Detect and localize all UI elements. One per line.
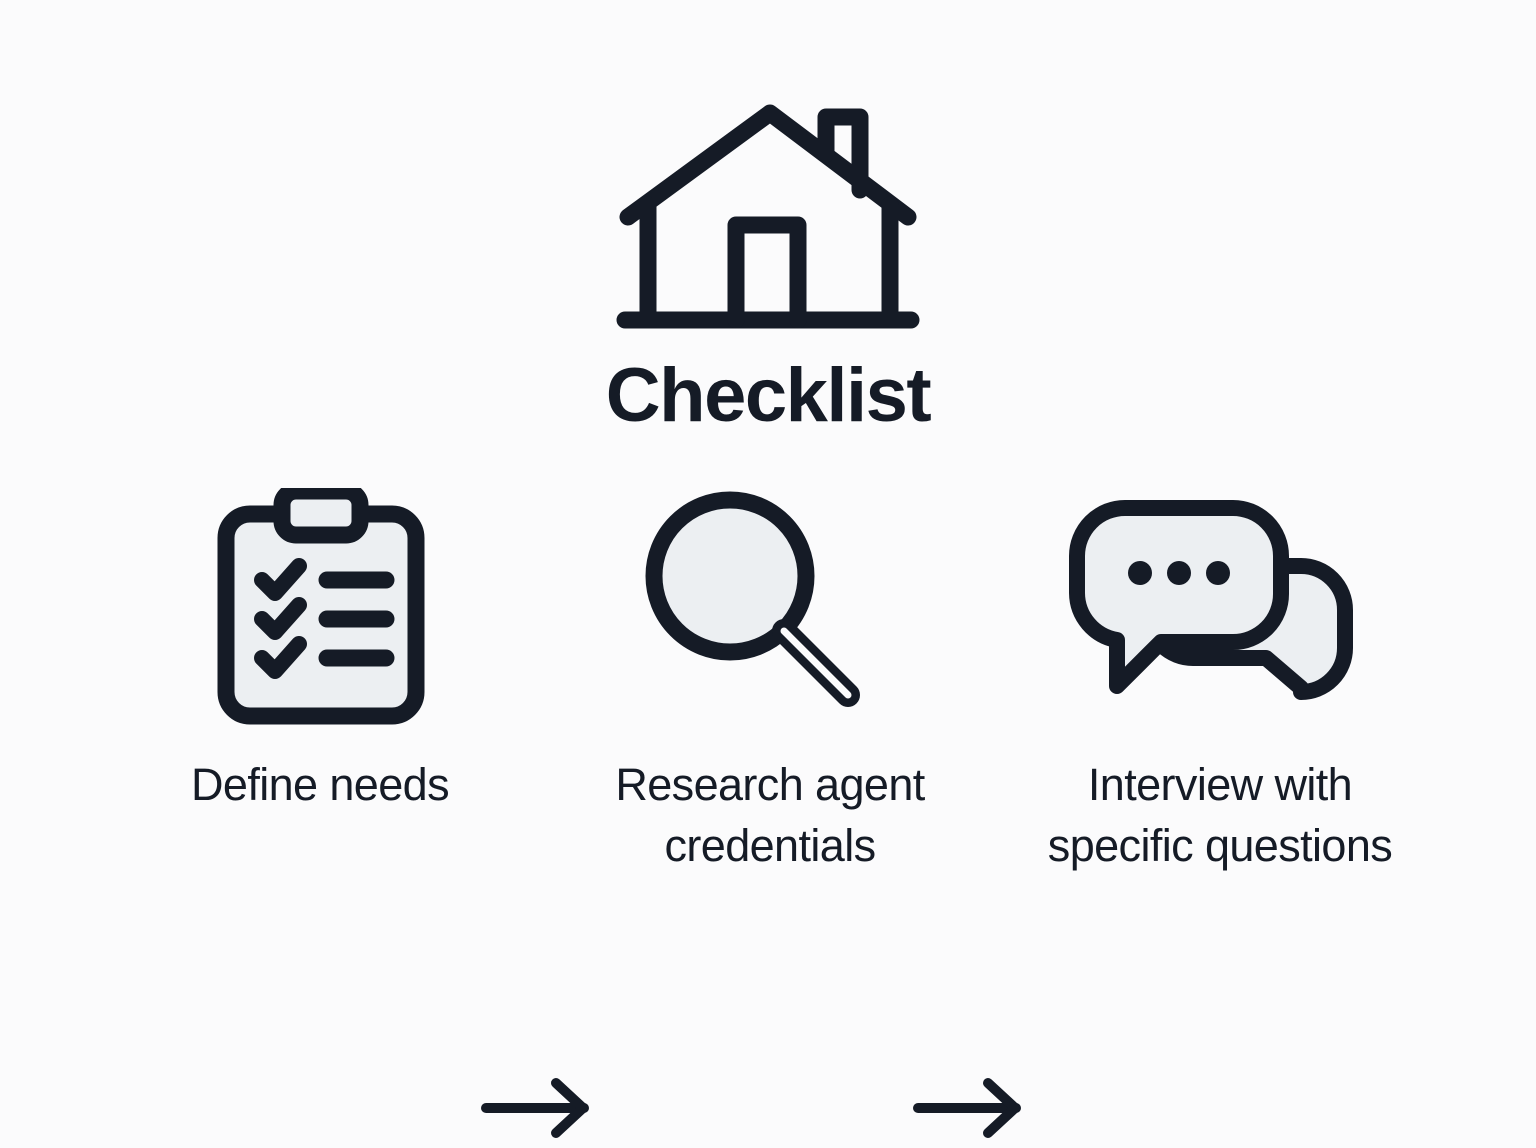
step-label-research-agent-credentials: Research agent credentials bbox=[615, 759, 925, 871]
speech-bubbles-icon bbox=[1065, 488, 1365, 728]
arrow-right-icon bbox=[478, 1073, 608, 1143]
arrow-right-icon bbox=[910, 1073, 1040, 1143]
step-label-define-needs: Define needs bbox=[191, 759, 450, 810]
house-icon bbox=[608, 95, 928, 335]
page-title: Checklist bbox=[605, 353, 932, 438]
steps-row bbox=[0, 482, 1536, 1138]
diagram-canvas: Checklist bbox=[0, 95, 1536, 1138]
step-label-interview-with-specific-questions: Interview with specific questions bbox=[1047, 759, 1393, 871]
clipboard-checklist-icon bbox=[170, 482, 470, 728]
magnifying-glass-icon bbox=[610, 488, 910, 728]
